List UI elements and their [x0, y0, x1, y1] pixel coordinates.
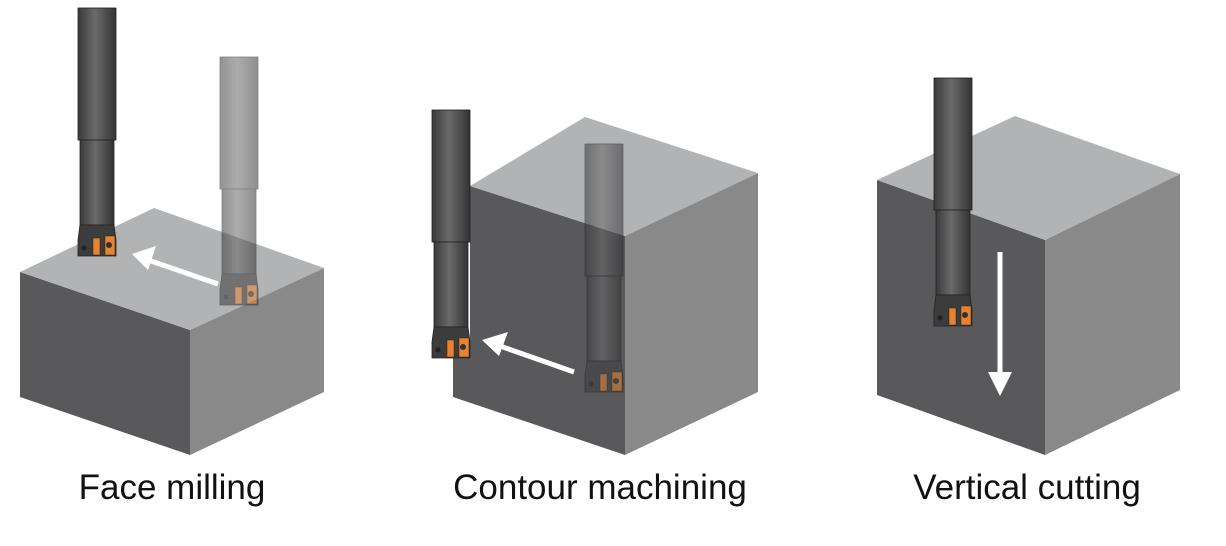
panel-label-vertical-cutting: Vertical cutting: [913, 468, 1141, 507]
feed-arrow-icon: [482, 332, 575, 375]
panel-label-contour-machining: Contour machining: [453, 468, 747, 507]
panel-label-face-milling: Face milling: [78, 468, 266, 507]
end-mill-tool-start: [219, 56, 259, 306]
workpiece-block-1: [20, 208, 324, 455]
workpiece-block-3: [877, 116, 1180, 455]
feed-arrow-down-icon: [988, 252, 1012, 396]
end-mill-tool-current: [933, 77, 973, 327]
end-mill-tool-current: [431, 109, 471, 359]
feed-arrow-icon: [132, 246, 219, 287]
end-mill-tool-start: [584, 143, 624, 393]
end-mill-tool-current: [77, 7, 117, 257]
